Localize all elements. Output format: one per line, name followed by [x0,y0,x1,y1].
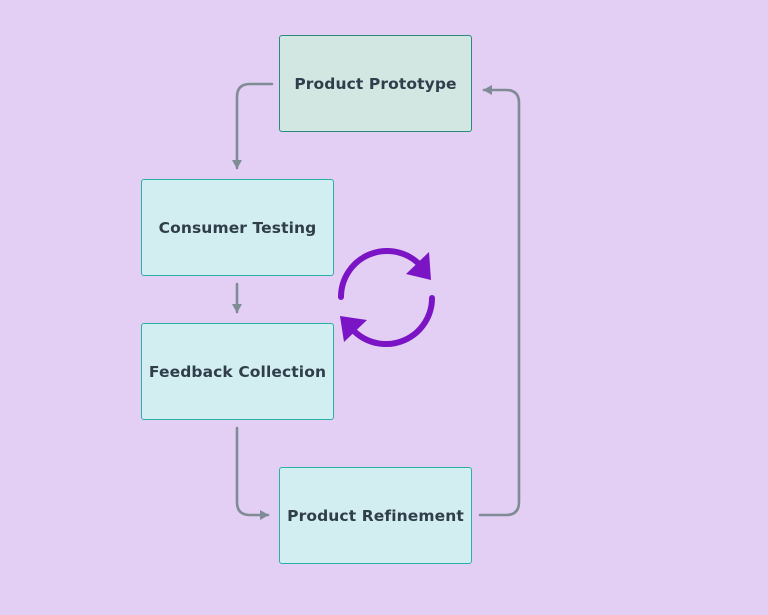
arrow-refinement-to-prototype [478,85,521,517]
arrow-prototype-to-testing [232,82,274,170]
arrow-feedback-to-refinement [235,426,270,520]
refresh-cycle-icon [338,247,435,348]
node-label: Product Prototype [294,74,457,93]
node-feedback-collection: Feedback Collection [141,323,334,420]
node-label: Product Refinement [287,506,464,525]
node-label: Consumer Testing [158,218,317,237]
node-product-prototype: Product Prototype [279,35,472,132]
node-product-refinement: Product Refinement [279,467,472,564]
node-consumer-testing: Consumer Testing [141,179,334,276]
node-label: Feedback Collection [148,362,327,381]
